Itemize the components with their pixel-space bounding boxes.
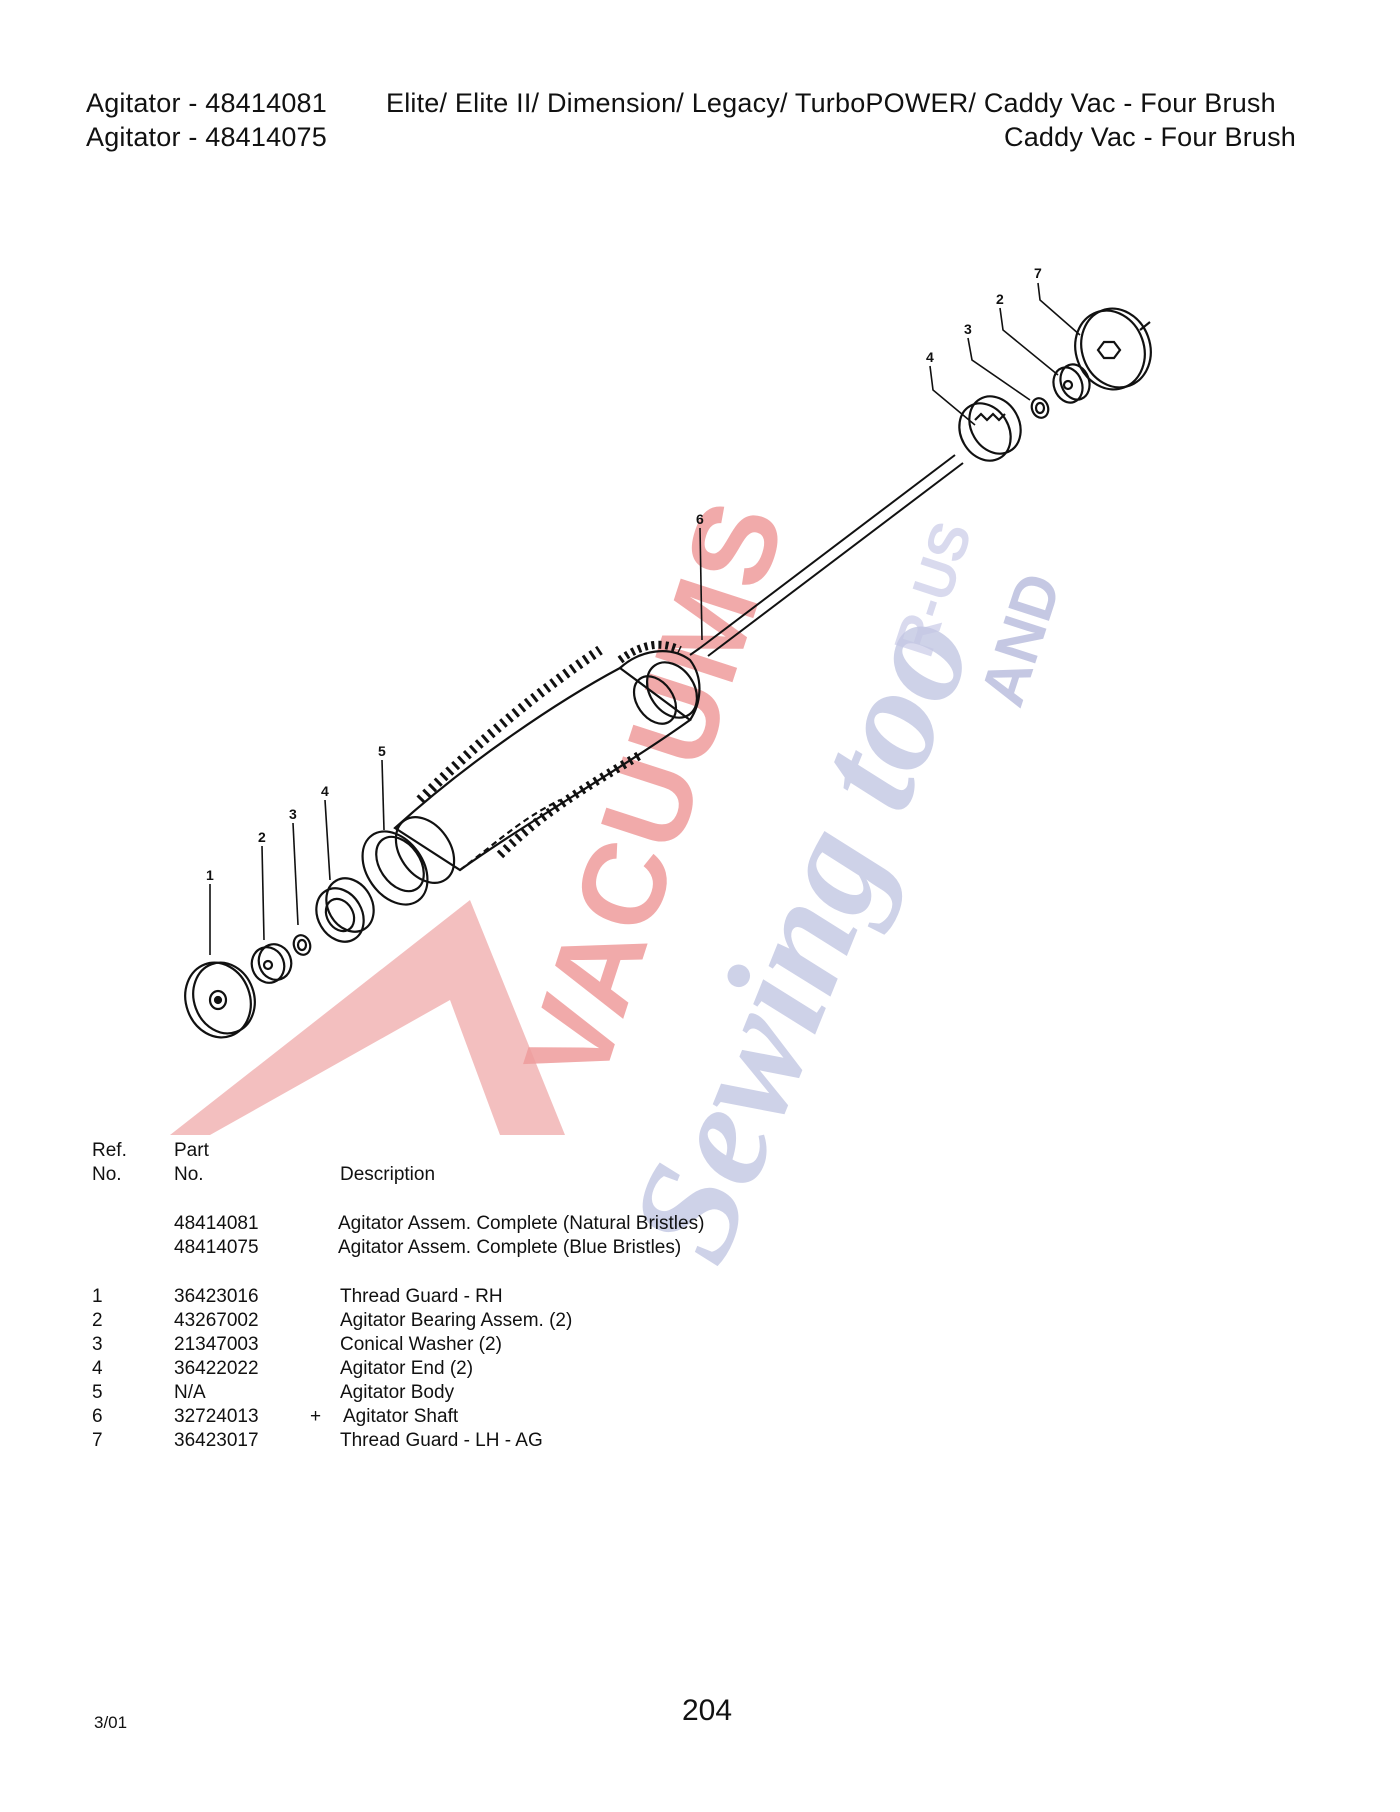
callout-3-right: 3 (964, 321, 972, 337)
revision-date: 3/01 (94, 1713, 128, 1732)
watermark-v-shape (170, 900, 565, 1135)
callout-4-left: 4 (321, 783, 329, 799)
part-number: 32724013 (174, 1406, 259, 1427)
assembly-description: Agitator Assem. Complete (Natural Bristl… (338, 1213, 705, 1234)
part-description: Agitator End (2) (340, 1358, 474, 1379)
ref-number: 7 (92, 1430, 103, 1451)
ref-number: 1 (92, 1286, 103, 1307)
callout-7-right: 7 (1034, 265, 1042, 281)
assembly-description: Agitator Assem. Complete (Blue Bristles) (338, 1237, 682, 1258)
callout-6-shaft: 6 (696, 511, 704, 527)
assembly-part-number: 48414075 (174, 1237, 259, 1258)
part-description: Agitator Bearing Assem. (2) (340, 1310, 573, 1331)
part-number: 36423017 (174, 1430, 259, 1451)
part-description: Agitator Body (340, 1382, 455, 1403)
callout-2-left: 2 (258, 829, 266, 845)
header-left-line1: Agitator - 48414081 (86, 88, 327, 118)
callout-1-left: 1 (206, 867, 214, 883)
part-number: 43267002 (174, 1310, 259, 1331)
callout-4-right: 4 (926, 349, 934, 365)
part-mark: + (310, 1406, 322, 1427)
assembly-part-number: 48414081 (174, 1213, 259, 1234)
ref-number: 3 (92, 1334, 103, 1355)
ref-number: 4 (92, 1358, 103, 1379)
callout-2-right: 2 (996, 291, 1004, 307)
part-description: Agitator Shaft (343, 1406, 459, 1427)
part-number: N/A (174, 1382, 206, 1403)
ref-number: 5 (92, 1382, 103, 1403)
ref-number: 6 (92, 1406, 103, 1427)
callout-3-left: 3 (289, 806, 297, 822)
callout-leaders (209, 282, 1081, 955)
agitator-shaft (689, 454, 964, 657)
part-number: 36422022 (174, 1358, 259, 1379)
part-number: 36423016 (174, 1286, 259, 1307)
part-description: Thread Guard - RH (340, 1286, 503, 1307)
agitator-body (393, 640, 701, 872)
part-description: Thread Guard - LH - AG (340, 1430, 543, 1451)
page-number: 204 (682, 1694, 733, 1727)
header-ref-line2: No. (92, 1164, 122, 1185)
parts-table: Ref. Part No. No. Description 48414081 A… (92, 1140, 792, 1460)
ref-number: 2 (92, 1310, 103, 1331)
part-description: Conical Washer (2) (340, 1334, 502, 1355)
header-ref-line1: Ref. (92, 1140, 127, 1161)
header-description: Description (340, 1164, 436, 1185)
callout-5-left: 5 (378, 743, 386, 759)
header-left-line2: Agitator - 48414075 (86, 122, 327, 152)
header-part-line1: Part (174, 1140, 209, 1161)
part-number: 21347003 (174, 1334, 259, 1355)
header-right-line2: Caddy Vac - Four Brush (1004, 122, 1297, 152)
left-end-parts (184, 816, 456, 1039)
header-part-line2: No. (174, 1164, 204, 1185)
callout-labels: 1 2 3 4 5 6 7 2 3 4 (206, 265, 1042, 883)
right-end-parts (958, 307, 1152, 462)
header-right-line1: Elite/ Elite II/ Dimension/ Legacy/ Turb… (386, 88, 1276, 118)
